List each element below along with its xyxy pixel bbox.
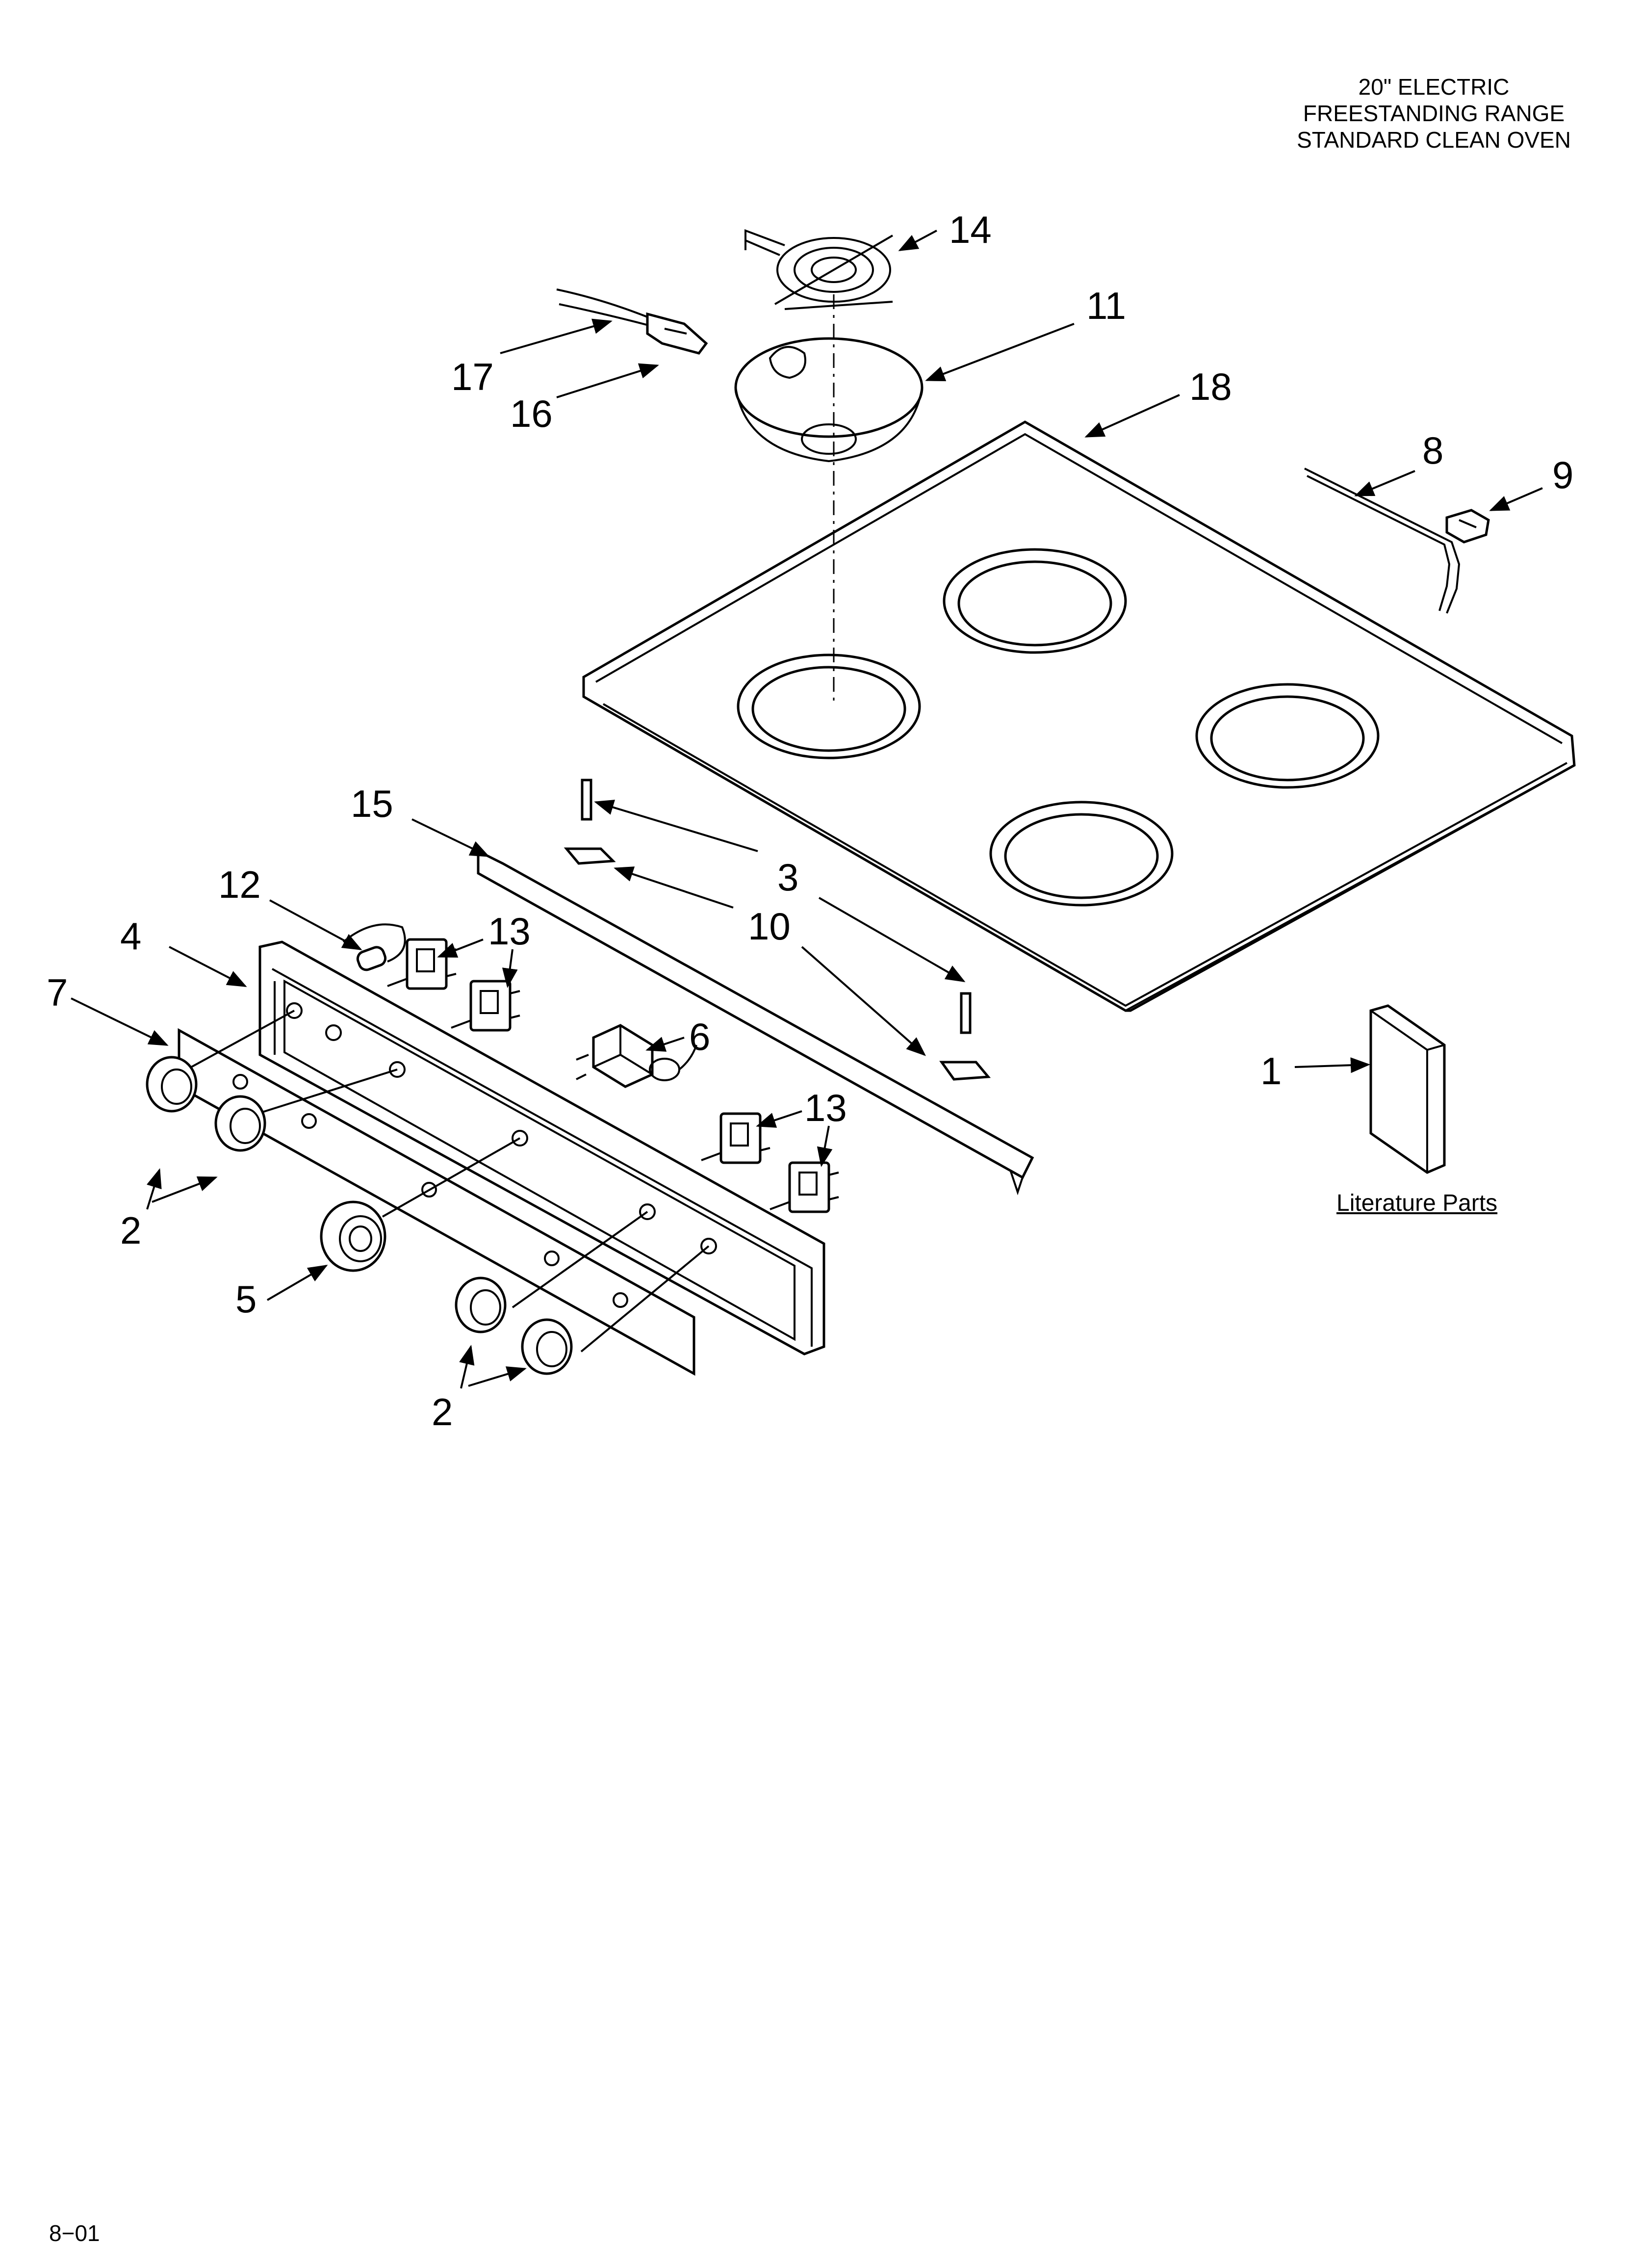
selector-knob [320, 1200, 386, 1272]
callout-8: 8 [1422, 429, 1443, 472]
burner-opening-back-left [943, 548, 1127, 654]
infinite-switch-1 [387, 938, 457, 990]
callout-1: 1 [1260, 1049, 1282, 1093]
callout-14: 14 [949, 208, 992, 251]
selector-switch [576, 1024, 697, 1088]
pin-lower [960, 992, 972, 1034]
control-panel [258, 940, 825, 1356]
callout-10: 10 [748, 905, 791, 948]
callout-15: 15 [351, 782, 393, 825]
callout-2-left: 2 [120, 1209, 141, 1252]
infinite-switch-3 [701, 1112, 770, 1164]
wire-clip [1445, 509, 1490, 544]
knob-3 [455, 1277, 507, 1333]
terminal-block [556, 288, 708, 355]
burner-opening-back-right [1195, 683, 1380, 789]
callout-11: 11 [1086, 284, 1126, 327]
pin-upper [581, 779, 592, 821]
projection-lines [191, 1010, 710, 1353]
clip-lower [939, 1061, 991, 1081]
callout-5: 5 [235, 1277, 257, 1321]
callout-labels: 14 11 18 17 16 8 9 15 3 10 12 4 13 7 6 1… [47, 208, 1573, 1434]
literature-parts [1369, 1004, 1446, 1174]
cooktop [582, 420, 1576, 1012]
burner-opening-front-right [989, 801, 1174, 907]
callout-4: 4 [120, 914, 141, 958]
callout-2-right: 2 [432, 1390, 453, 1434]
knob-1 [146, 1056, 198, 1113]
callout-13-lower: 13 [804, 1086, 847, 1129]
burner-opening-front-left [737, 653, 921, 759]
wire-tube [1304, 468, 1461, 614]
callout-7: 7 [47, 971, 68, 1014]
callout-13-upper: 13 [488, 910, 531, 953]
callout-3: 3 [777, 856, 798, 899]
leader-lines [71, 230, 1543, 1389]
literature-parts-caption: Literature Parts [1336, 1190, 1498, 1216]
title-line-3: STANDARD CLEAN OVEN [1297, 127, 1571, 153]
clip-upper [564, 847, 616, 865]
drip-bowl [734, 337, 924, 463]
callout-9: 9 [1552, 453, 1573, 496]
callout-17: 17 [451, 355, 494, 398]
infinite-switch-2 [451, 980, 520, 1032]
knob-4 [521, 1318, 573, 1375]
callout-12: 12 [218, 863, 261, 906]
infinite-switch-4 [770, 1161, 839, 1213]
callout-16: 16 [510, 392, 553, 435]
title-line-1: 20" ELECTRIC [1358, 74, 1510, 100]
callout-6: 6 [689, 1015, 710, 1058]
indicator-light [342, 923, 406, 971]
title-line-2: FREESTANDING RANGE [1303, 101, 1565, 126]
callout-18: 18 [1189, 365, 1232, 408]
footer-code: 8−01 [49, 2220, 100, 2246]
surface-element [744, 229, 894, 310]
diagram-title: 20" ELECTRIC FREESTANDING RANGE STANDARD… [1297, 74, 1571, 153]
knob-2 [214, 1095, 266, 1152]
trim-strip [477, 849, 1034, 1196]
